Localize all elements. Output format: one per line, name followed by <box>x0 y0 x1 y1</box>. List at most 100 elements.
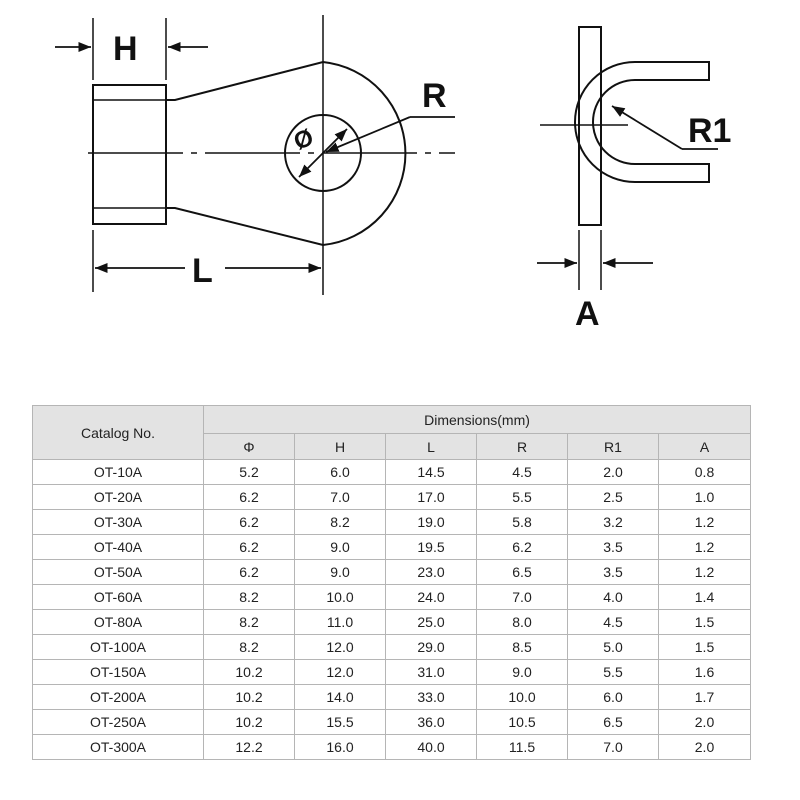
h-cell: 9.0 <box>294 559 386 585</box>
h-dimension-label: H <box>113 30 138 68</box>
column-header-l: L <box>385 433 477 460</box>
r-cell: 11.5 <box>476 734 568 760</box>
phi-cell: 12.2 <box>203 734 295 760</box>
l-cell: 36.0 <box>385 709 477 735</box>
r-cell: 5.8 <box>476 509 568 535</box>
r-cell: 7.0 <box>476 584 568 610</box>
h-cell: 8.2 <box>294 509 386 535</box>
column-header-phi: Φ <box>203 433 295 460</box>
phi-cell: 6.2 <box>203 509 295 535</box>
diameter-symbol-label: Ø <box>290 124 317 156</box>
l-cell: 31.0 <box>385 659 477 685</box>
catalog-number-cell: OT-100A <box>32 634 204 660</box>
catalog-number-cell: OT-60A <box>32 584 204 610</box>
column-header-a: A <box>657 433 752 460</box>
crimp-barrel-outline <box>574 61 710 183</box>
a-cell: 1.5 <box>657 634 752 660</box>
a-cell: 1.7 <box>657 684 752 710</box>
l-cell: 40.0 <box>385 734 477 760</box>
r1-cell: 5.0 <box>567 634 659 660</box>
h-cell: 10.0 <box>294 584 386 610</box>
l-cell: 19.0 <box>385 509 477 535</box>
r-cell: 6.2 <box>476 534 568 560</box>
l-cell: 33.0 <box>385 684 477 710</box>
r-dimension-label: R <box>422 77 447 115</box>
r1-cell: 6.5 <box>567 709 659 735</box>
l-cell: 24.0 <box>385 584 477 610</box>
phi-cell: 5.2 <box>203 459 295 485</box>
l-dimension-label: L <box>192 252 213 290</box>
column-header-r: R <box>476 433 568 460</box>
h-cell: 12.0 <box>294 659 386 685</box>
r1-cell: 3.2 <box>567 509 659 535</box>
r-cell: 6.5 <box>476 559 568 585</box>
phi-cell: 6.2 <box>203 534 295 560</box>
r-cell: 5.5 <box>476 484 568 510</box>
catalog-number-cell: OT-300A <box>32 734 204 760</box>
catalog-number-cell: OT-30A <box>32 509 204 535</box>
r-cell: 8.0 <box>476 609 568 635</box>
l-cell: 17.0 <box>385 484 477 510</box>
catalog-number-header: Catalog No. <box>32 405 204 460</box>
l-cell: 19.5 <box>385 534 477 560</box>
phi-cell: 8.2 <box>203 634 295 660</box>
l-cell: 25.0 <box>385 609 477 635</box>
r1-cell: 3.5 <box>567 559 659 585</box>
r1-cell: 2.0 <box>567 459 659 485</box>
diameter-arrow-upper <box>322 128 348 154</box>
r-cell: 10.5 <box>476 709 568 735</box>
catalog-number-cell: OT-150A <box>32 659 204 685</box>
r1-cell: 5.5 <box>567 659 659 685</box>
r-cell: 8.5 <box>476 634 568 660</box>
l-cell: 14.5 <box>385 459 477 485</box>
a-cell: 1.2 <box>657 534 752 560</box>
l-cell: 29.0 <box>385 634 477 660</box>
dimensions-group-header: Dimensions(mm) <box>202 405 752 434</box>
a-cell: 1.0 <box>657 484 752 510</box>
r-cell: 10.0 <box>476 684 568 710</box>
terminal-top-view <box>55 15 455 295</box>
h-cell: 9.0 <box>294 534 386 560</box>
h-cell: 11.0 <box>294 609 386 635</box>
phi-cell: 8.2 <box>203 609 295 635</box>
l-cell: 23.0 <box>385 559 477 585</box>
terminal-technical-drawing: H L R Ø R1 A <box>55 15 731 333</box>
r1-cell: 3.5 <box>567 534 659 560</box>
a-cell: 2.0 <box>657 709 752 735</box>
h-cell: 12.0 <box>294 634 386 660</box>
r1-cell: 2.5 <box>567 484 659 510</box>
dimension-spec-table: Catalog No. Dimensions(mm) Φ H L R R1 A … <box>32 405 752 760</box>
catalog-number-cell: OT-80A <box>32 609 204 635</box>
catalog-number-cell: OT-250A <box>32 709 204 735</box>
catalog-number-cell: OT-10A <box>32 459 204 485</box>
phi-cell: 8.2 <box>203 584 295 610</box>
column-header-h: H <box>294 433 386 460</box>
h-cell: 6.0 <box>294 459 386 485</box>
catalog-number-cell: OT-20A <box>32 484 204 510</box>
h-cell: 7.0 <box>294 484 386 510</box>
phi-cell: 10.2 <box>203 659 295 685</box>
h-cell: 14.0 <box>294 684 386 710</box>
catalog-number-cell: OT-40A <box>32 534 204 560</box>
terminal-plate <box>578 26 602 226</box>
r1-dimension-label: R1 <box>688 112 731 150</box>
terminal-barrel <box>92 84 167 225</box>
phi-cell: 6.2 <box>203 559 295 585</box>
r1-cell: 4.5 <box>567 609 659 635</box>
a-cell: 1.2 <box>657 509 752 535</box>
r1-cell: 6.0 <box>567 684 659 710</box>
catalog-number-cell: OT-50A <box>32 559 204 585</box>
phi-cell: 10.2 <box>203 684 295 710</box>
column-header-r1: R1 <box>567 433 659 460</box>
a-cell: 2.0 <box>657 734 752 760</box>
r-cell: 4.5 <box>476 459 568 485</box>
